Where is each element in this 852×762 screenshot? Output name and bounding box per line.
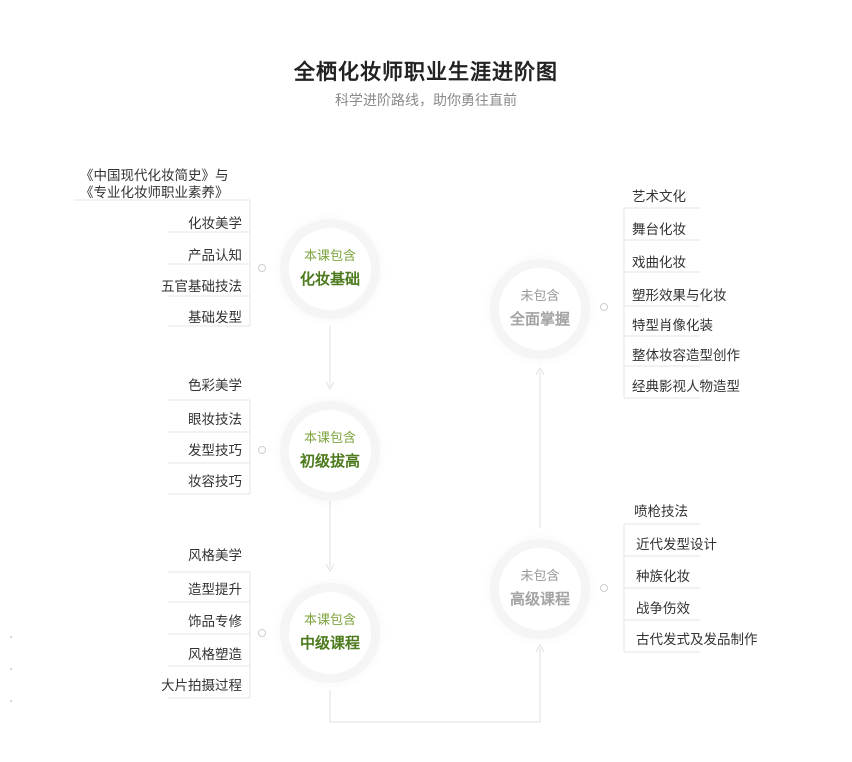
page-subtitle: 科学进阶路线，助你勇往直前	[335, 93, 517, 109]
topic-item: 喷枪技法	[634, 504, 688, 520]
topic-item: 色彩美学	[188, 378, 242, 394]
stage-node-basic[interactable]: 本课包含 化妆基础	[289, 228, 371, 310]
stage-title: 中级课程	[299, 634, 360, 652]
topic-item: 产品认知	[188, 248, 242, 264]
topic-item: 造型提升	[188, 582, 242, 598]
connector-dot	[258, 446, 266, 454]
stage-title: 化妆基础	[299, 270, 360, 288]
decorative-speck	[10, 636, 12, 638]
topic-item: 妆容技巧	[188, 474, 242, 490]
topic-item: 塑形效果与化妆	[632, 288, 727, 304]
decorative-speck	[10, 668, 12, 670]
connector-dot	[600, 303, 608, 311]
page-title: 全栖化妆师职业生涯进阶图	[294, 60, 558, 84]
stage-node-intermediate[interactable]: 本课包含 中级课程	[289, 592, 371, 674]
stage-title: 全面掌握	[509, 310, 570, 328]
topic-item: 饰品专修	[188, 614, 242, 630]
topic-item: 眼妆技法	[188, 412, 242, 428]
connector-dot	[258, 629, 266, 637]
topic-item: 五官基础技法	[161, 279, 242, 295]
topic-item: 戏曲化妆	[632, 255, 686, 271]
stage-node-junior[interactable]: 本课包含 初级拔高	[289, 410, 371, 492]
topic-item: 舞台化妆	[632, 222, 686, 238]
stage-title: 高级课程	[509, 590, 570, 608]
topic-item: 艺术文化	[632, 189, 686, 205]
stage-status: 未包含	[520, 569, 560, 584]
stage-status: 本课包含	[303, 613, 356, 628]
stage-node-mastery[interactable]: 未包含 全面掌握	[499, 268, 581, 350]
stage-status: 未包含	[520, 289, 560, 304]
topic-item: 大片拍摄过程	[161, 678, 242, 694]
topic-item: 古代发式及发品制作	[636, 632, 758, 648]
topic-item: 《中国现代化妆简史》与《专业化妆师职业素养》	[80, 168, 229, 201]
decorative-speck	[10, 700, 12, 702]
topic-item: 经典影视人物造型	[632, 379, 740, 395]
topic-item: 风格塑造	[188, 647, 242, 663]
topic-item: 发型技巧	[188, 443, 242, 459]
connector-dot	[600, 584, 608, 592]
stage-title: 初级拔高	[299, 452, 360, 470]
connector-dot	[258, 264, 266, 272]
topic-item: 近代发型设计	[636, 537, 717, 553]
stage-status: 本课包含	[303, 249, 356, 264]
topic-item: 化妆美学	[188, 216, 242, 232]
topic-item: 战争伤效	[636, 601, 690, 617]
stage-node-advanced[interactable]: 未包含 高级课程	[499, 548, 581, 630]
topic-item: 基础发型	[188, 310, 242, 326]
topic-item: 种族化妆	[636, 569, 690, 585]
topic-item: 特型肖像化装	[632, 318, 713, 334]
stage-status: 本课包含	[303, 431, 356, 446]
topic-item: 整体妆容造型创作	[632, 348, 740, 364]
topic-item: 风格美学	[188, 548, 242, 564]
